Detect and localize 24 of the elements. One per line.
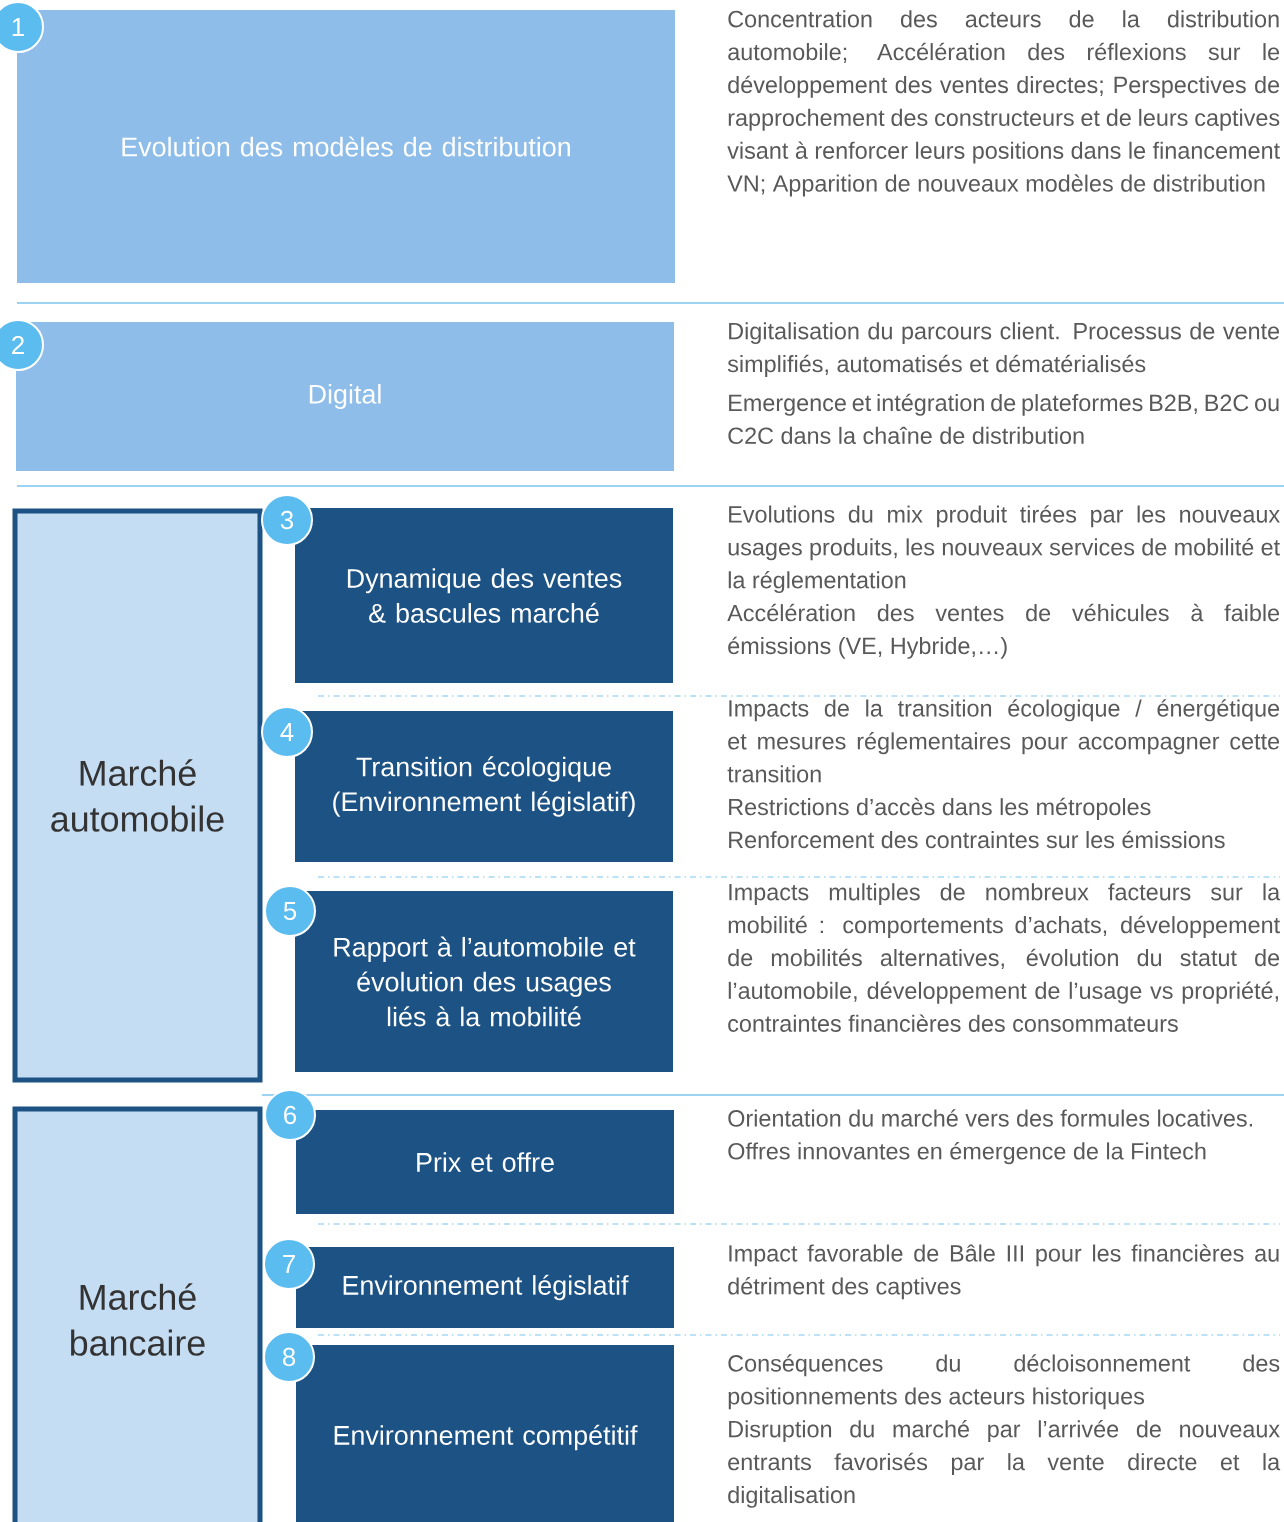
number-badge: 1 [0,1,44,53]
number-badge: 5 [264,885,316,937]
topic-box: Prix et offre [296,1110,674,1214]
market-box: Marché automobile [12,508,263,1083]
number-badge: 3 [261,494,313,546]
description-text: Impact favorable de Bâle III pour les financières au détriment des captives [728,1244,1279,1300]
description-text: Conséquences du décloisonnement des positionnements des acteurs historiques Disruption du marché par l’arrivée de nouveaux entrants favorisés par la vente directe et la digitalisation [728,1354,1281,1508]
number-badge: 7 [263,1238,315,1290]
topic-box: Dynamique des ventes & bascules marché [295,508,673,683]
description-text: Impacts multiples de nombreux facteurs sur la mobilité : comportements d’achats, développement de mobilités alternatives, évolution du statut de l’automobile, développement de l’usage vs propriété, contraintes financières des consommateurs [728,883,1281,1032]
number-badge: 4 [261,706,313,758]
topic-box: Rapport à l’automobile et évolution des usages liés à la mobilité [295,891,673,1072]
number-badge: 6 [264,1089,316,1141]
description-text: Evolutions du mix produit tirées par les nouveaux usages produits, les nouveaux services de mobilité et la réglementation Accélération des ventes de véhicules à faible émissions (VE, Hybride,…) [727,505,1280,659]
topic-box: Environnement compétitif [296,1345,674,1522]
description-text: Impacts de la transition écologique / énergétique et mesures réglementaires pour accompagner cette transition Restrictions d’accès dans les métropoles Renforcement des contraintes sur les émissions [727,699,1280,849]
description-text: Digitalisation du parcours client. Processus de vente simplifiés, automatisés et dématérialisés Emergence et intégration de plateformes B2B, B2C ou C2C dans la chaîne de distribution [727,322,1280,445]
topic-box: Transition écologique (Environnement législatif) [295,711,673,862]
topic-box: Environnement législatif [296,1247,674,1328]
market-box: Marché bancaire [12,1106,263,1522]
number-badge: 2 [0,319,44,371]
description-text: Orientation du marché vers des formules locatives. Offres innovantes en émergence de la Fintech [728,1109,1252,1165]
description-text: Concentration des acteurs de la distribution automobile; Accélération des réflexions sur le développement des ventes directes; Perspectives de rapprochement des constructeurs et de leurs captives visant à renforcer leurs positions dans le financement VN; Apparition de nouveaux modèles de distribution [727,10,1280,197]
number-badge: 8 [263,1331,315,1383]
